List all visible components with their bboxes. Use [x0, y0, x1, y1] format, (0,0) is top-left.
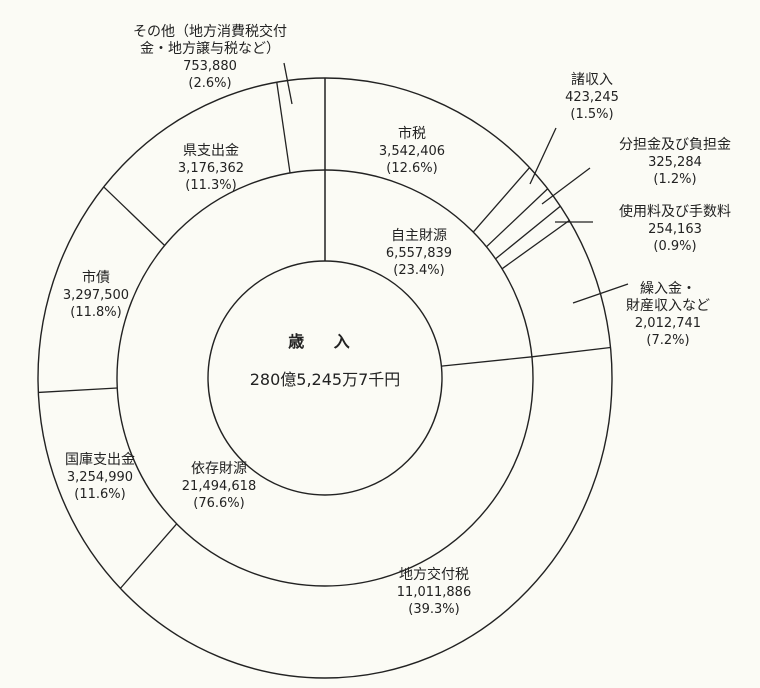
label-percent: (39.3%) — [408, 602, 460, 617]
label-izon: 依存財源 21,494,618 (76.6%) — [182, 461, 256, 512]
label-value: 6,557,839 — [385, 246, 453, 261]
label-percent: (23.4%) — [393, 263, 445, 278]
label-name: 地方交付税 — [399, 567, 469, 583]
label-shizei: 市税 3,542,406 (12.6%) — [379, 126, 445, 177]
label-percent: (11.6%) — [74, 487, 126, 502]
label-percent: (76.6%) — [193, 496, 245, 511]
label-percent: (0.9%) — [653, 239, 697, 254]
label-percent: (2.6%) — [188, 76, 232, 91]
label-value: 11,011,886 — [396, 585, 472, 600]
label-ken: 県支出金 3,176,362 (11.3%) — [178, 143, 244, 194]
label-value: 3,297,500 — [62, 288, 130, 303]
label-name: 自主財源 — [390, 228, 447, 244]
label-name: 依存財源 — [191, 461, 247, 477]
label-name-line2: 金・地方譲与税など） — [140, 41, 280, 57]
label-value: 423,245 — [565, 90, 619, 105]
label-value: 2,012,741 — [634, 316, 702, 331]
label-value: 753,880 — [183, 59, 237, 74]
label-name: その他（地方消費税交付 — [133, 24, 287, 40]
label-percent: (11.8%) — [70, 305, 122, 320]
label-name: 県支出金 — [182, 143, 239, 159]
label-shoshunyu: 諸収入 423,245 (1.5%) — [565, 72, 619, 123]
label-percent: (1.5%) — [570, 107, 614, 122]
label-kokko: 国庫支出金 3,254,990 (11.6%) — [65, 452, 135, 503]
label-shisai: 市債 3,297,500 (11.8%) — [63, 270, 129, 321]
label-percent: (1.2%) — [653, 172, 697, 187]
label-buntankin: 分担金及び負担金 325,284 (1.2%) — [619, 137, 731, 188]
label-kurireikin: 繰入金・ 財産収入など 2,012,741 (7.2%) — [626, 281, 710, 349]
label-name: 分担金及び負担金 — [619, 137, 731, 153]
label-name: 諸収入 — [570, 72, 613, 88]
label-sonota: その他（地方消費税交付 金・地方譲与税など） 753,880 (2.6%) — [133, 24, 287, 92]
label-percent: (11.3%) — [185, 178, 237, 193]
label-shiyoryo: 使用料及び手数料 254,163 (0.9%) — [619, 204, 731, 255]
label-name: 使用料及び手数料 — [619, 204, 731, 220]
label-value: 3,176,362 — [177, 161, 245, 176]
label-name-line2: 財産収入など — [626, 298, 710, 314]
label-name: 国庫支出金 — [65, 452, 135, 468]
label-percent: (12.6%) — [386, 161, 438, 176]
label-value: 3,542,406 — [378, 144, 446, 159]
label-name: 市税 — [397, 126, 426, 142]
center-total: 280億5,245万7千円 — [249, 370, 401, 389]
label-name: 繰入金・ — [640, 281, 696, 297]
label-percent: (7.2%) — [646, 333, 690, 348]
label-jishu: 自主財源 6,557,839 (23.4%) — [386, 228, 452, 279]
label-name: 市債 — [81, 270, 110, 286]
label-value: 21,494,618 — [181, 479, 257, 494]
label-value: 325,284 — [648, 155, 702, 170]
label-chihokofu: 地方交付税 11,011,886 (39.3%) — [397, 567, 471, 618]
center-title: 歳 入 — [288, 332, 362, 351]
label-value: 254,163 — [648, 222, 702, 237]
label-value: 3,254,990 — [66, 470, 134, 485]
